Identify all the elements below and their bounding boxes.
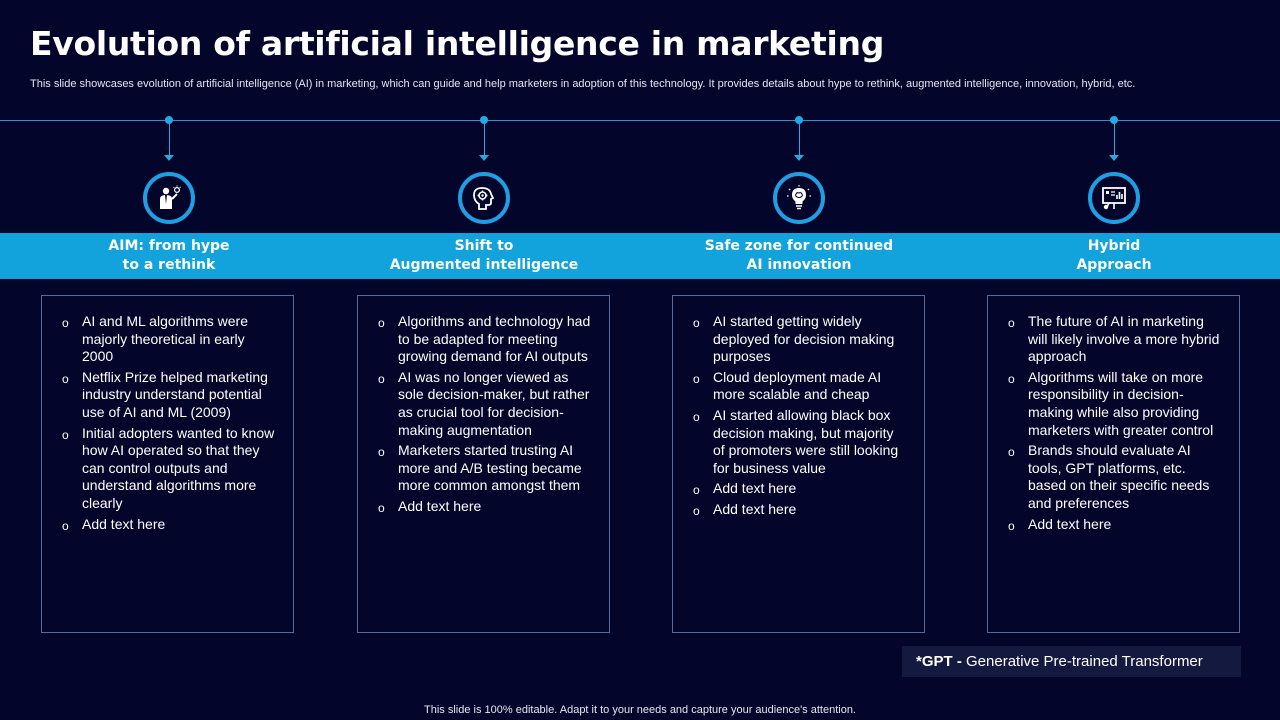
footnote-definition: Generative Pre-trained Transformer [961, 653, 1203, 670]
circle-bullet-icon: o [1008, 371, 1015, 386]
timeline-line [0, 120, 1280, 121]
circle-bullet-icon: o [62, 427, 69, 442]
circle-bullet-icon: o [378, 316, 385, 330]
circle-bullet-icon: o [693, 371, 700, 386]
stage-heading-4: Hybrid Approach [1076, 238, 1152, 273]
timeline-dot [165, 116, 173, 124]
circle-bullet-icon: o [693, 503, 700, 518]
slide-footer: This slide is 100% editable. Adapt it to… [424, 704, 856, 716]
circle-bullet-icon: o [693, 409, 700, 424]
circle-bullet-icon: o [693, 483, 700, 498]
circle-bullet-icon: o [62, 371, 69, 386]
stage-heading-3: Safe zone for continued AI innovation [704, 238, 894, 273]
circle-bullet-icon: o [693, 316, 700, 330]
circle-bullet-icon: o [1008, 445, 1015, 460]
timeline-marker-4 [1084, 116, 1144, 224]
arrow-down-icon [479, 155, 489, 161]
timeline-dot [795, 116, 803, 124]
arrow-down-icon [164, 155, 174, 161]
presentation-chart-icon [1088, 172, 1140, 224]
timeline-marker-2 [454, 116, 514, 224]
stage-heading-band [0, 233, 1280, 279]
page-subtitle: This slide showcases evolution of artifi… [30, 78, 1136, 90]
page-title: Evolution of artificial intelligence in … [30, 24, 885, 63]
arrow-down-icon [1109, 155, 1119, 161]
circle-bullet-icon: o [62, 316, 69, 330]
arrow-down-icon [794, 155, 804, 161]
businessman-idea-icon [143, 172, 195, 224]
circle-bullet-icon: o [62, 518, 69, 533]
stage-heading-2: Shift to Augmented intelligence [389, 238, 579, 273]
lightbulb-brain-icon [773, 172, 825, 224]
timeline-marker-3 [769, 116, 829, 224]
circle-bullet-icon: o [1008, 518, 1015, 533]
circle-bullet-icon: o [1008, 316, 1015, 330]
circle-bullet-icon: o [378, 445, 385, 460]
circle-bullet-icon: o [378, 371, 385, 386]
timeline-dot [1110, 116, 1118, 124]
footnote-term: *GPT - [916, 653, 962, 670]
timeline-marker-1 [139, 116, 199, 224]
stage-heading-1: AIM: from hype to a rethink [108, 238, 230, 273]
circle-bullet-icon: o [378, 500, 385, 515]
timeline-dot [480, 116, 488, 124]
gpt-footnote: *GPT - Generative Pre-trained Transforme… [902, 646, 1241, 677]
brain-gear-head-icon [458, 172, 510, 224]
